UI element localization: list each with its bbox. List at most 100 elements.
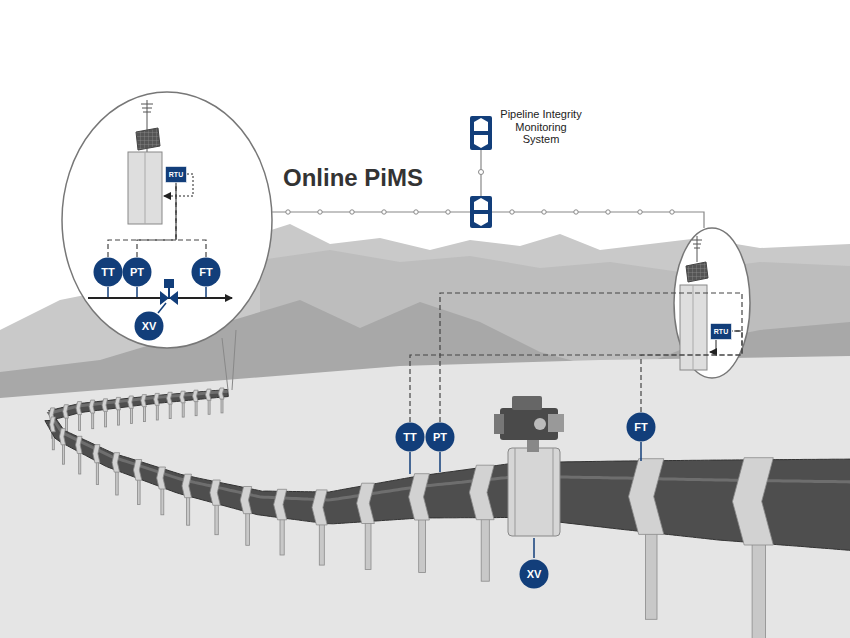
pipe-supports-part: [365, 520, 371, 570]
box-outline-part: [166, 166, 187, 182]
node-label: RTU: [169, 171, 183, 178]
pipe-supports-part: [161, 485, 164, 515]
pipe-saddles-part: [93, 445, 100, 463]
pipe-saddles-part: [629, 459, 664, 535]
network-link-part-part: [638, 210, 642, 214]
pipe-saddles-part: [274, 489, 287, 520]
node-label: FT: [634, 422, 647, 433]
inset-detail-part-part: [205, 287, 207, 297]
rtu-box: RTU: [710, 323, 732, 340]
network-link-part-part: [670, 210, 674, 214]
signal-line: [641, 331, 742, 412]
node-label: XV: [142, 321, 157, 332]
pipe-saddles-part: [63, 405, 69, 418]
inset-detail-part: [164, 279, 174, 288]
pipe-supports-part: [246, 510, 250, 546]
pipe-supports-part: [481, 516, 489, 582]
node-label: RTU: [714, 328, 728, 335]
signal-line: [108, 183, 176, 258]
callout-leaders: [222, 330, 236, 390]
pipe-saddles-part: [141, 395, 147, 407]
main-valve-part: [512, 396, 542, 410]
pipe-saddles-part: [167, 392, 173, 404]
signal-line: [410, 331, 742, 422]
pims-icon-part: [474, 118, 488, 148]
inset-detail-part: [141, 104, 153, 112]
bubble-outline-part: [192, 258, 221, 287]
inset-detail-part: [147, 148, 148, 152]
pipe-saddles-part: [357, 483, 375, 523]
pipe-saddles-part: [128, 396, 134, 408]
pipe-saddles-part: [76, 402, 82, 415]
inset-detail-part: [169, 291, 178, 305]
bubble-outline-part: [396, 423, 425, 452]
pipe-saddles-part: [193, 390, 199, 401]
bubble-outline-part: [123, 258, 152, 287]
network-link-part-part: [318, 210, 322, 214]
instrument-bubble: FT: [626, 412, 656, 442]
signal-line: [440, 293, 742, 422]
signal-line: [137, 183, 176, 258]
system-label: Pipeline Integrity Monitoring System: [496, 108, 586, 146]
inset-detail-part: [62, 92, 272, 348]
signal-line: [176, 183, 206, 258]
network-link-part-part: [414, 210, 418, 214]
pipeline-part: [49, 391, 850, 500]
valve-bubble: XV: [519, 559, 549, 589]
pims-icon: [470, 116, 492, 228]
field-station-part: [692, 240, 702, 248]
bubble-outline-part: [520, 560, 549, 589]
pims-icon-part: [474, 198, 488, 226]
network-link-part-part: [574, 210, 578, 214]
node-label: Pipeline Integrity Monitoring System: [496, 108, 586, 146]
node-label: TT: [403, 432, 416, 443]
node-label: TT: [101, 267, 114, 278]
instrument-stems-part: [640, 442, 642, 461]
bubble-outline-part: [426, 423, 455, 452]
inset-detail-part-part: [136, 287, 138, 297]
pipe-saddles: [49, 388, 773, 545]
pipe-saddles-part: [409, 474, 430, 520]
network-link-part-part: [510, 210, 514, 214]
box-outline-part: [711, 323, 732, 339]
pipe-saddles-part: [89, 400, 95, 413]
pipe-supports-part: [280, 516, 284, 555]
pipe-saddles-part: [206, 389, 212, 400]
network-link-part-part: [542, 210, 546, 214]
callout-leaders-part: [232, 330, 236, 390]
field-station-part: [710, 340, 716, 352]
pipe-saddles-part: [112, 453, 120, 472]
inset-detail-part: [168, 287, 170, 298]
pipe-saddles-part: [76, 436, 82, 453]
instrument-bubble: PT: [425, 422, 455, 452]
pipe-saddles-part: [50, 417, 56, 432]
network-link-part-part: [286, 210, 290, 214]
pipe-saddles-part: [240, 487, 251, 514]
node-label: XV: [527, 569, 542, 580]
node-label: PT: [433, 432, 447, 443]
pipe-supports-part: [215, 501, 218, 534]
main-valve-part: [515, 448, 516, 536]
pipe-saddles-part: [312, 490, 327, 525]
pipe-supports-part: [319, 521, 324, 565]
inset-detail-part: [128, 152, 162, 224]
bubble-outline-part: [627, 413, 656, 442]
pipeline: [45, 390, 850, 551]
inset-detail-part-part: [158, 303, 166, 313]
node-label: PT: [130, 267, 144, 278]
bubble-outline-part: [94, 258, 123, 287]
pipe-saddles-part: [102, 399, 108, 412]
instrument-stems-part: [439, 452, 441, 472]
inset-detail-part-part: [107, 287, 109, 297]
pipe-saddles-part: [60, 429, 66, 445]
instrument-bubble: TT: [93, 257, 123, 287]
main-valve-part: [553, 448, 554, 536]
rtu-box: RTU: [165, 166, 187, 183]
pipe-saddles-part: [210, 480, 220, 505]
pims-icon-part: [470, 196, 492, 228]
main-valve-part: [534, 418, 546, 430]
pipe-saddles-part: [115, 397, 121, 409]
